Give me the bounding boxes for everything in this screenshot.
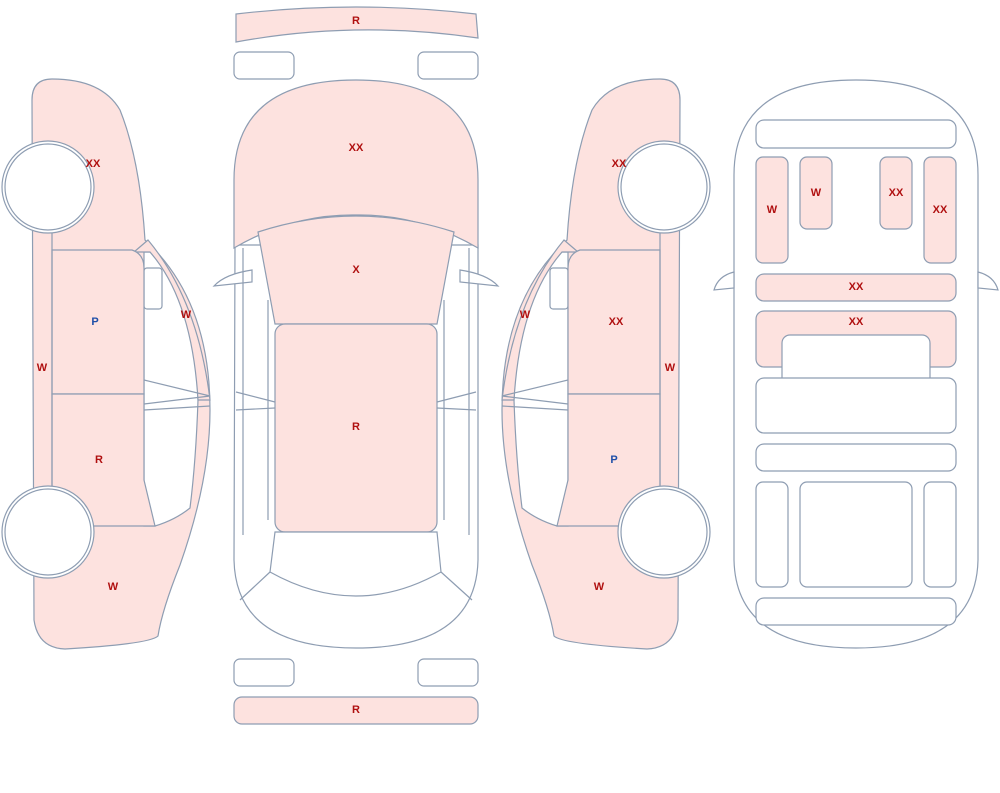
right-rear-wheel[interactable] <box>620 488 708 576</box>
right-window-divider <box>501 379 569 411</box>
rear-bumper-label: R <box>352 704 360 716</box>
right-mirror-side[interactable] <box>549 267 569 310</box>
rear-crossmember[interactable] <box>755 443 957 472</box>
right-front-wheel[interactable] <box>620 143 708 231</box>
rear-window[interactable] <box>269 531 442 597</box>
left-inner-rail[interactable] <box>799 156 833 230</box>
left-side-view: XX W P R W W <box>1 78 211 650</box>
left-headlight[interactable] <box>233 51 295 80</box>
left-taillight[interactable] <box>233 658 295 687</box>
right-rocker-label: W <box>665 362 676 374</box>
underbody-view: W W XX XX XX XX <box>713 79 999 649</box>
right-rear-door-label: P <box>610 454 617 466</box>
left-rear-rail[interactable] <box>755 481 789 588</box>
right-headlight[interactable] <box>417 51 479 80</box>
left-front-rail[interactable] <box>755 156 789 264</box>
left-front-fender-label: XX <box>86 158 101 170</box>
roof-label: R <box>352 421 360 433</box>
underbody-right-mirror <box>977 271 999 291</box>
top-view: R XX X R R <box>212 6 500 725</box>
right-inner-rail-label: XX <box>889 187 904 199</box>
floor-rear-section[interactable] <box>755 377 957 434</box>
right-rear-rail[interactable] <box>923 481 957 588</box>
left-front-rail-label: W <box>767 204 778 216</box>
right-taillight[interactable] <box>417 658 479 687</box>
right-front-door-label: XX <box>609 316 624 328</box>
left-rocker-label: W <box>37 362 48 374</box>
front-bumper[interactable] <box>235 6 479 43</box>
left-a-pillar[interactable] <box>132 239 211 401</box>
spare-tire-well[interactable] <box>799 481 913 588</box>
rear-bumper[interactable] <box>233 696 479 725</box>
right-front-rail-label: XX <box>933 204 948 216</box>
left-front-door-label: P <box>91 316 98 328</box>
floor-pan-label: XX <box>849 316 864 328</box>
radiator-support[interactable] <box>755 119 957 149</box>
left-a-pillar-label: W <box>181 309 192 321</box>
front-bumper-label: R <box>352 15 360 27</box>
left-window-divider <box>143 379 211 411</box>
left-front-wheel[interactable] <box>4 143 92 231</box>
right-side-view: XX W XX W P W <box>501 78 711 650</box>
right-front-rail[interactable] <box>923 156 957 264</box>
front-crossmember[interactable] <box>755 273 957 302</box>
windshield-label: X <box>352 264 360 276</box>
left-rear-wheel[interactable] <box>4 488 92 576</box>
right-front-fender-label: XX <box>612 158 627 170</box>
left-door-seam <box>235 391 276 411</box>
right-door-seam <box>436 391 477 411</box>
right-front-door[interactable] <box>567 249 661 395</box>
right-a-pillar-label: W <box>520 309 531 321</box>
hood[interactable] <box>233 79 479 250</box>
windshield[interactable] <box>257 215 455 325</box>
right-a-pillar[interactable] <box>501 239 580 401</box>
underbody-left-mirror <box>713 271 735 291</box>
right-rear-quarter-label: W <box>594 581 605 593</box>
left-rear-quarter-label: W <box>108 581 119 593</box>
front-crossmember-label: XX <box>849 281 864 293</box>
left-front-door[interactable] <box>51 249 145 395</box>
trunk-seam <box>239 571 473 601</box>
hood-label: XX <box>349 142 364 154</box>
left-inner-rail-label: W <box>811 187 822 199</box>
left-mirror-side[interactable] <box>143 267 163 310</box>
rear-panel[interactable] <box>755 597 957 626</box>
left-rear-door-label: R <box>95 454 103 466</box>
right-inner-rail[interactable] <box>879 156 913 230</box>
